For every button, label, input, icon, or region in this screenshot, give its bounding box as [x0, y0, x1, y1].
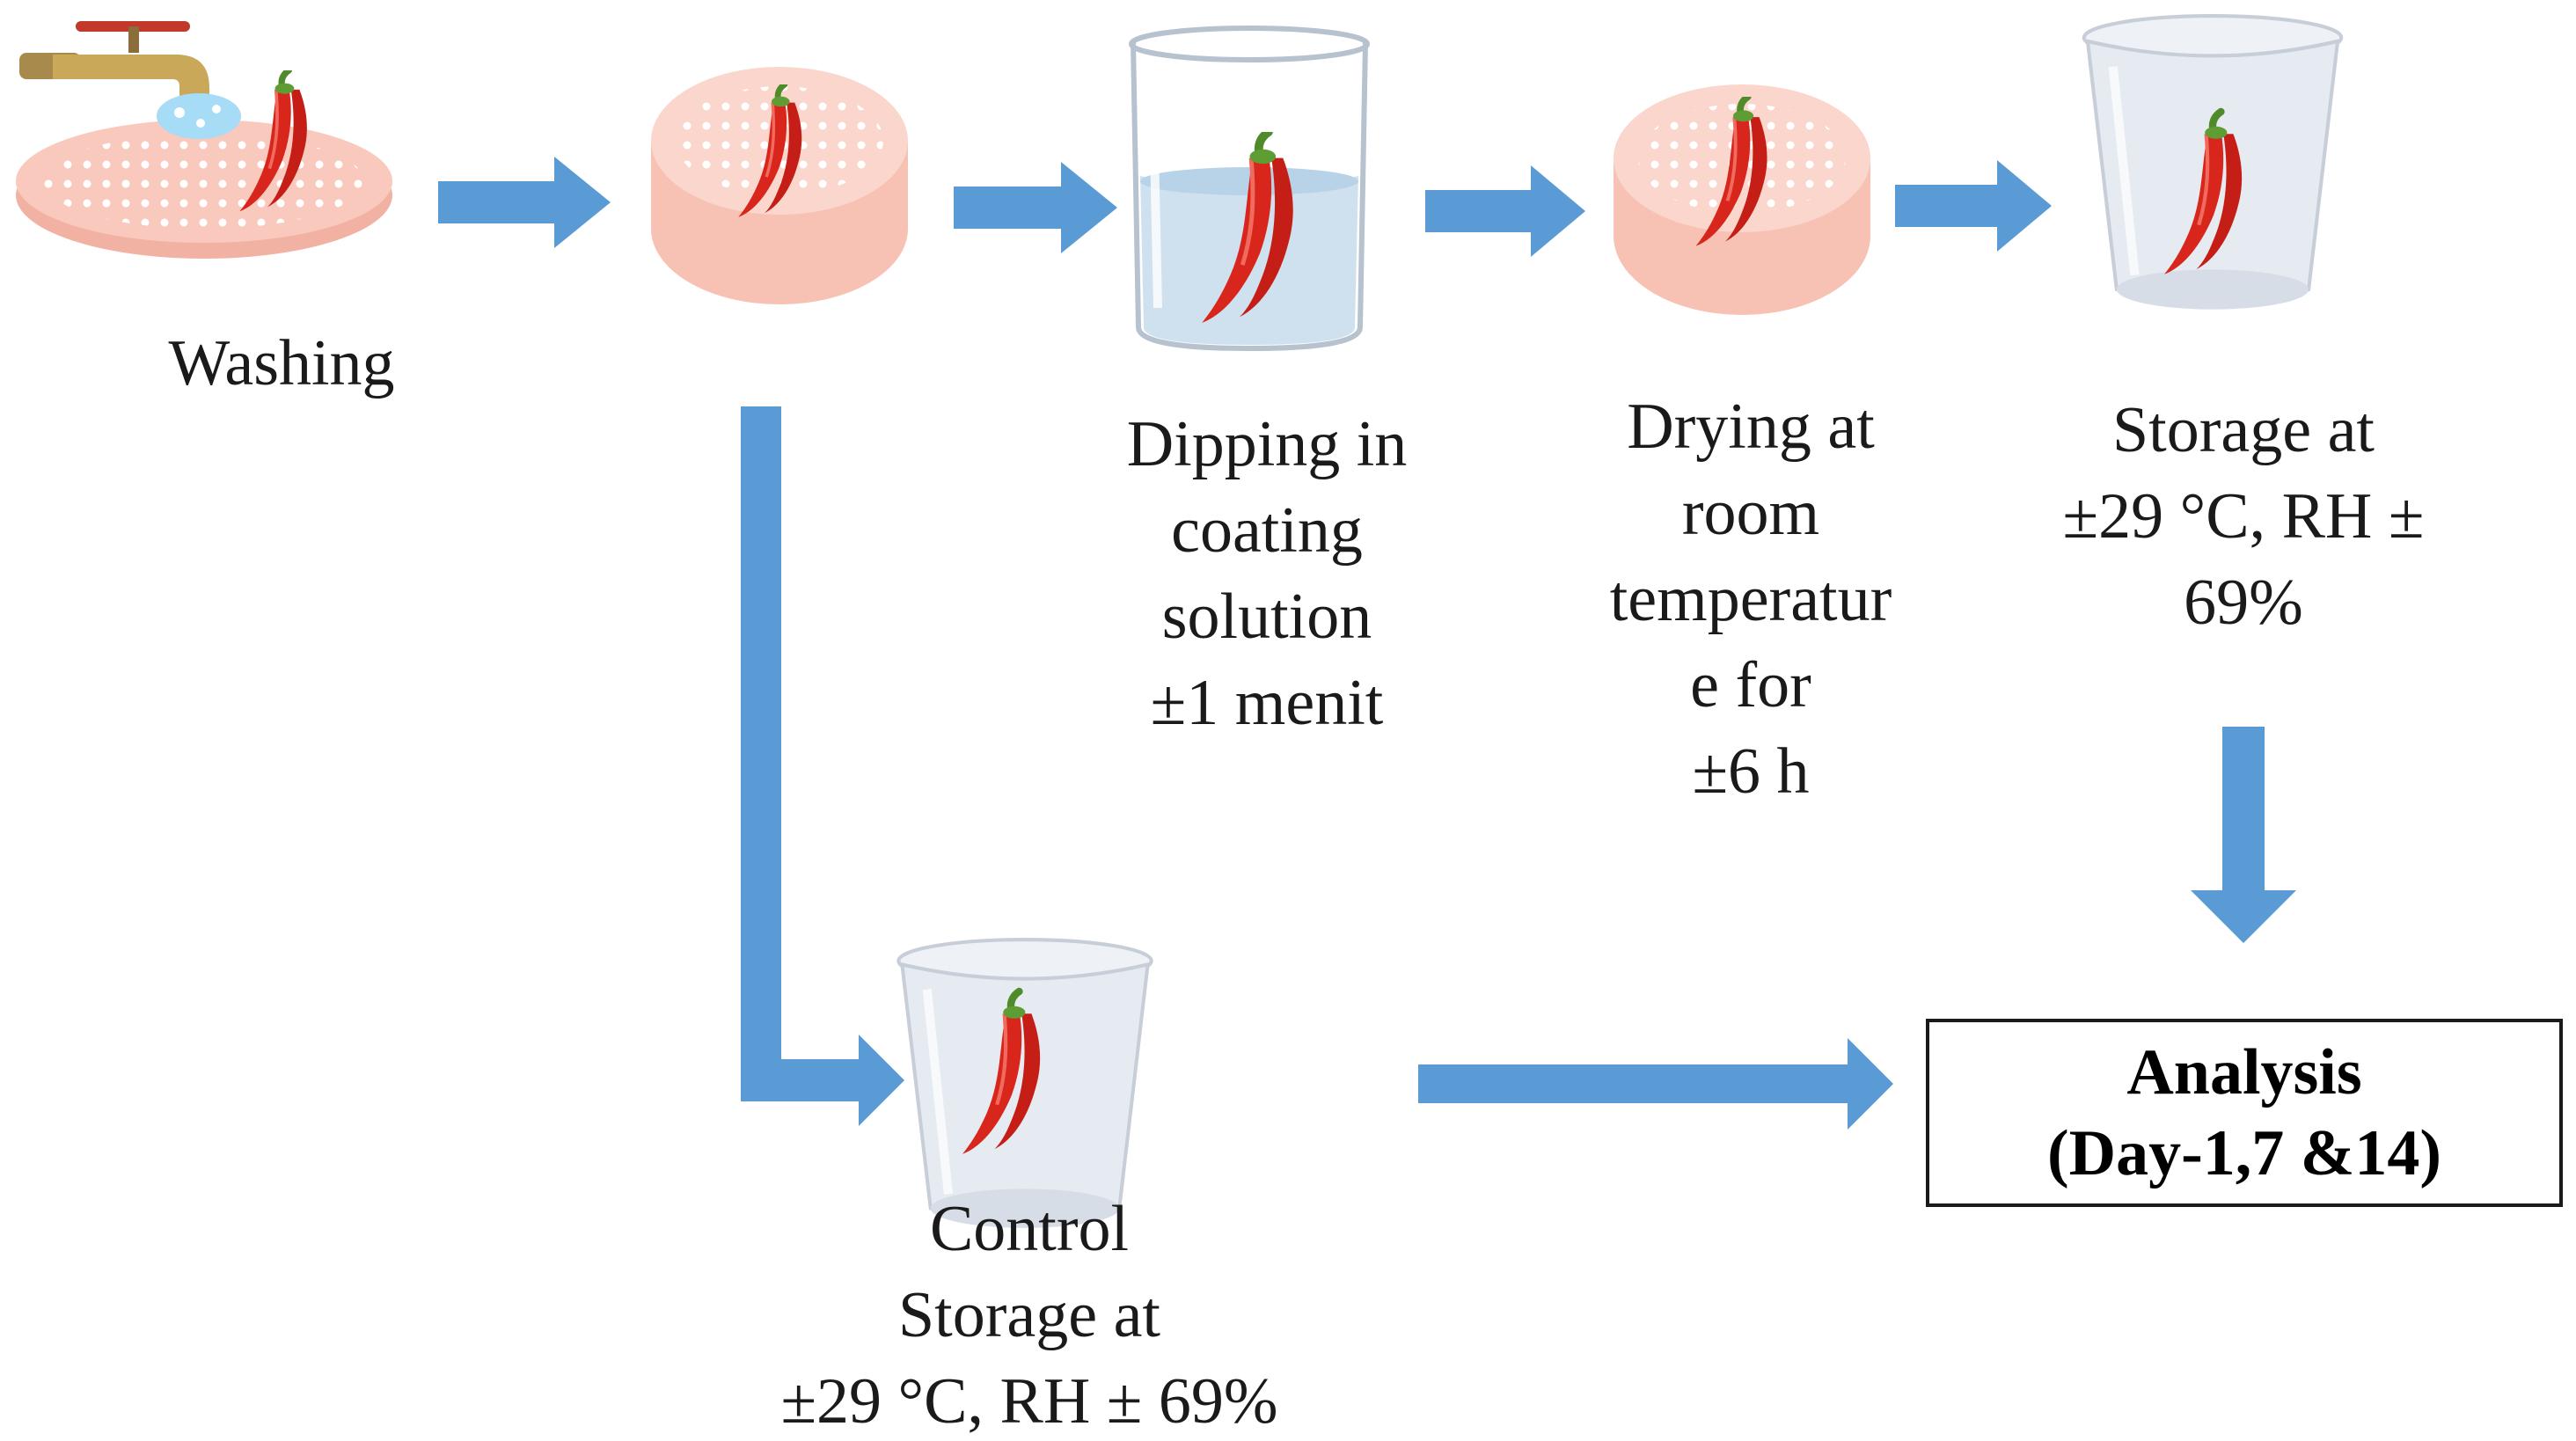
arrow-dipping-to-drying — [1425, 165, 1585, 257]
step-control-label: Control Storage at ±29 °C, RH ± 69% — [780, 1193, 1278, 1437]
step-storage-label: Storage at ±29 °C, RH ± 69% — [2062, 394, 2425, 639]
faucet-icon — [19, 21, 241, 139]
arrow-washing-to-tray — [438, 157, 611, 248]
washing-tray-icon — [16, 120, 392, 259]
analysis-title: Analysis — [2126, 1036, 2362, 1108]
step-dipping-label: Dipping in coating solution ±1 menit — [1126, 408, 1408, 739]
analysis-days: (Day-1,7 &14) — [2046, 1117, 2441, 1189]
arrow-tray-to-control — [741, 406, 904, 1126]
step-washing-label: Washing — [168, 327, 395, 399]
arrow-control-to-analysis — [1418, 1038, 1893, 1130]
arrow-tray-to-dipping — [954, 162, 1117, 253]
arrow-drying-to-storage — [1895, 160, 2052, 252]
step-drying-label: Drying at room temperatur e for ±6 h — [1609, 391, 1892, 808]
analysis-box: Analysis (Day-1,7 &14) — [1926, 1019, 2563, 1207]
arrow-storage-down — [2191, 727, 2296, 943]
flow-arrows — [438, 157, 2296, 1130]
